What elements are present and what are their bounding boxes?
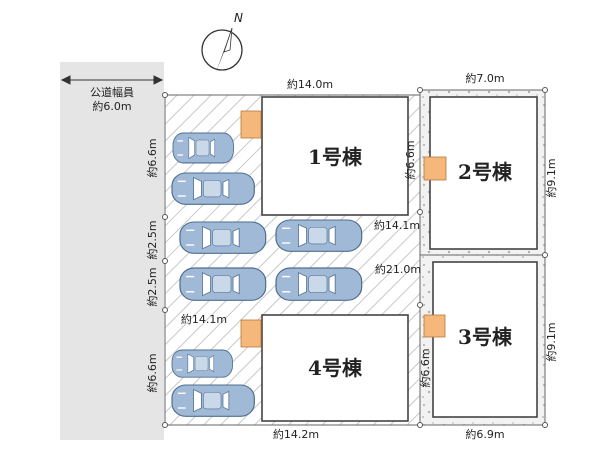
boundary-markers: [162, 87, 548, 428]
dim-bottom-lot-4: 約14.2m: [273, 427, 319, 441]
lot-2-house: [429, 96, 538, 250]
car: [172, 132, 235, 164]
lot-1-label: 1号棟: [308, 145, 363, 169]
car: [171, 349, 234, 378]
dim-left-lot-1: 約6.6m: [145, 138, 159, 177]
dim-left-lot-4: 約6.6m: [145, 353, 159, 392]
car: [171, 384, 256, 418]
car: [171, 172, 256, 206]
car: [179, 221, 267, 255]
lot-3-house: [432, 261, 538, 418]
lot-3-label: 3号棟: [458, 325, 513, 349]
north-compass: [201, 27, 243, 72]
dim-left-driveway-bottom: 約2.5m: [145, 267, 159, 306]
lot-1-entrance: [240, 110, 262, 139]
dim-top-lot-2: 約7.0m: [465, 71, 504, 85]
lot-2-label: 2号棟: [458, 160, 513, 184]
lot-3-entrance: [423, 314, 446, 338]
compass-north-label: N: [234, 11, 243, 25]
public-road: [60, 62, 164, 440]
dim-left-driveway-top: 約2.5m: [145, 220, 159, 259]
road-width-label: 約6.0m: [92, 99, 131, 113]
car: [275, 267, 363, 302]
lot-4-entrance: [240, 319, 262, 348]
lot-4-label: 4号棟: [308, 356, 363, 380]
dim-right-lot-3: 約9.1m: [544, 322, 558, 361]
car: [275, 219, 363, 253]
dim-driveway-top: 約14.1m: [374, 218, 420, 232]
dim-lot-1-inner: 約6.6m: [403, 140, 417, 179]
road-title: 公道幅員: [90, 85, 134, 99]
car: [179, 267, 267, 302]
lot-4-house: [261, 314, 409, 422]
lot-2-entrance: [423, 156, 447, 181]
dim-driveway-bottom: 約14.1m: [181, 312, 227, 326]
dim-top-lot-1: 約14.0m: [287, 77, 333, 91]
dim-bottom-lot-3: 約6.9m: [465, 427, 504, 441]
lot-1-house: [261, 96, 409, 216]
dim-lot-4-inner: 約6.6m: [418, 348, 432, 387]
dim-right-lot-2: 約9.1m: [544, 158, 558, 197]
dim-driveway-mid: 約21.0m: [375, 262, 421, 276]
road-width-indicator: [60, 75, 164, 85]
